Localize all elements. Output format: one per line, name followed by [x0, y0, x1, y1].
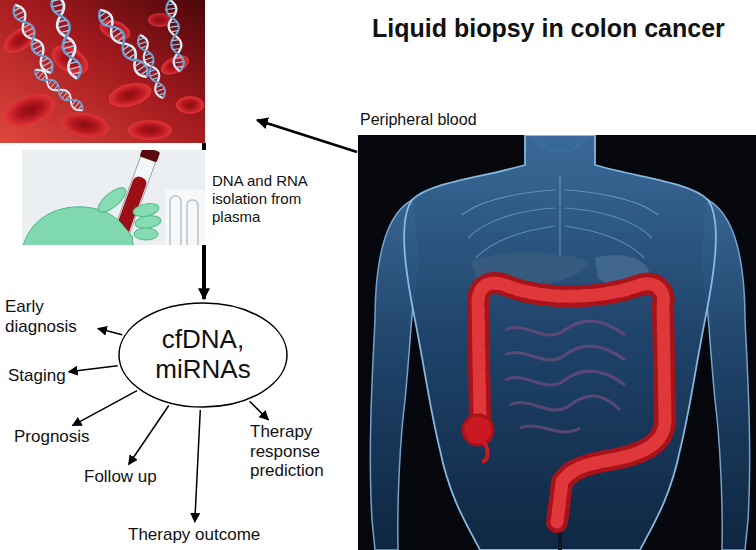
blood-picture-part	[0, 0, 205, 143]
human-body-picture-part-part	[505, 371, 625, 385]
outcome-item: Early diagnosis	[5, 297, 95, 336]
hub-text: cfDNA, miRNAs	[138, 325, 268, 385]
connector-arrow	[250, 401, 269, 420]
human-body-picture-part-part	[565, 226, 644, 258]
human-body-picture-part	[358, 135, 756, 550]
blood-picture	[0, 0, 205, 143]
human-body-picture-part-part	[505, 346, 625, 360]
blood-picture-part	[59, 109, 110, 141]
blood-picture-part	[95, 7, 151, 80]
outcome-item: Follow up	[84, 467, 157, 487]
human-body-picture-part	[482, 442, 488, 462]
outcome-text: Follow up	[84, 467, 157, 487]
outcome-text: Early diagnosis	[5, 297, 95, 336]
test-tube-photo-part	[94, 184, 129, 217]
human-body-picture-part-part	[559, 175, 560, 260]
blood-picture-part	[165, 0, 185, 72]
human-body-picture-part	[478, 283, 665, 522]
ellipse-shape	[119, 303, 287, 407]
annotation-label: Peripheral blood	[360, 110, 477, 129]
outcome-text: Therapy response prediction	[250, 422, 350, 481]
test-tube-photo-part	[187, 200, 198, 245]
connector-arrow	[195, 410, 201, 522]
connector-arrow	[73, 391, 138, 426]
connector-arrow	[69, 366, 118, 372]
blood-picture-part	[106, 79, 154, 112]
test-tube-photo-part	[170, 196, 181, 245]
human-body-picture	[358, 135, 756, 550]
flow-arrow	[204, 120, 357, 299]
blood-picture-part	[1, 88, 59, 132]
human-body-picture-part-part	[468, 208, 555, 238]
annotation-label: DNA and RNA isolation from plasma	[212, 172, 330, 226]
outcome-text: Prognosis	[14, 427, 90, 447]
blood-picture-part	[32, 67, 85, 114]
blood-picture-part	[49, 0, 83, 80]
human-body-picture-part-part	[462, 190, 555, 215]
flow-arrow-part	[202, 143, 206, 150]
connector-arrow	[129, 405, 169, 464]
diagram-title: Liquid biopsy in colon cancer	[372, 14, 725, 43]
flow-arrow-part	[257, 120, 357, 152]
human-body-picture-part	[404, 135, 716, 550]
human-body-picture-part-part	[520, 426, 580, 432]
human-body-picture-part	[463, 415, 493, 445]
blood-picture-part	[136, 33, 168, 99]
blood-picture-part	[128, 120, 172, 140]
human-body-picture-part	[505, 321, 625, 432]
human-body-picture-part	[478, 283, 665, 522]
human-body-picture-part-part	[565, 190, 658, 215]
test-tube-photo-part	[22, 207, 134, 245]
outcome-item: Staging	[8, 366, 66, 386]
outcome-item: Therapy outcome	[128, 525, 260, 545]
test-tube-photo-part-part	[140, 150, 161, 163]
test-tube-photo	[22, 150, 205, 245]
outcome-item: Prognosis	[14, 427, 90, 447]
outcome-text: Staging	[8, 366, 66, 386]
human-body-picture-part-part	[505, 321, 625, 335]
outcome-item: Therapy response prediction	[250, 422, 350, 481]
flow-arrow-part	[202, 245, 206, 299]
hub-ellipse: cfDNA, miRNAs	[118, 302, 288, 408]
human-body-picture-part-part	[510, 396, 620, 410]
test-tube-photo-part	[134, 214, 161, 230]
test-tube-photo-part	[134, 228, 158, 240]
outcome-text: Therapy outcome	[128, 525, 260, 545]
connector-arrow	[98, 329, 122, 335]
human-body-picture-part	[462, 175, 658, 260]
human-body-picture-part-part	[565, 208, 652, 238]
blood-picture-part	[10, 2, 56, 75]
blood-picture-part	[176, 96, 204, 114]
